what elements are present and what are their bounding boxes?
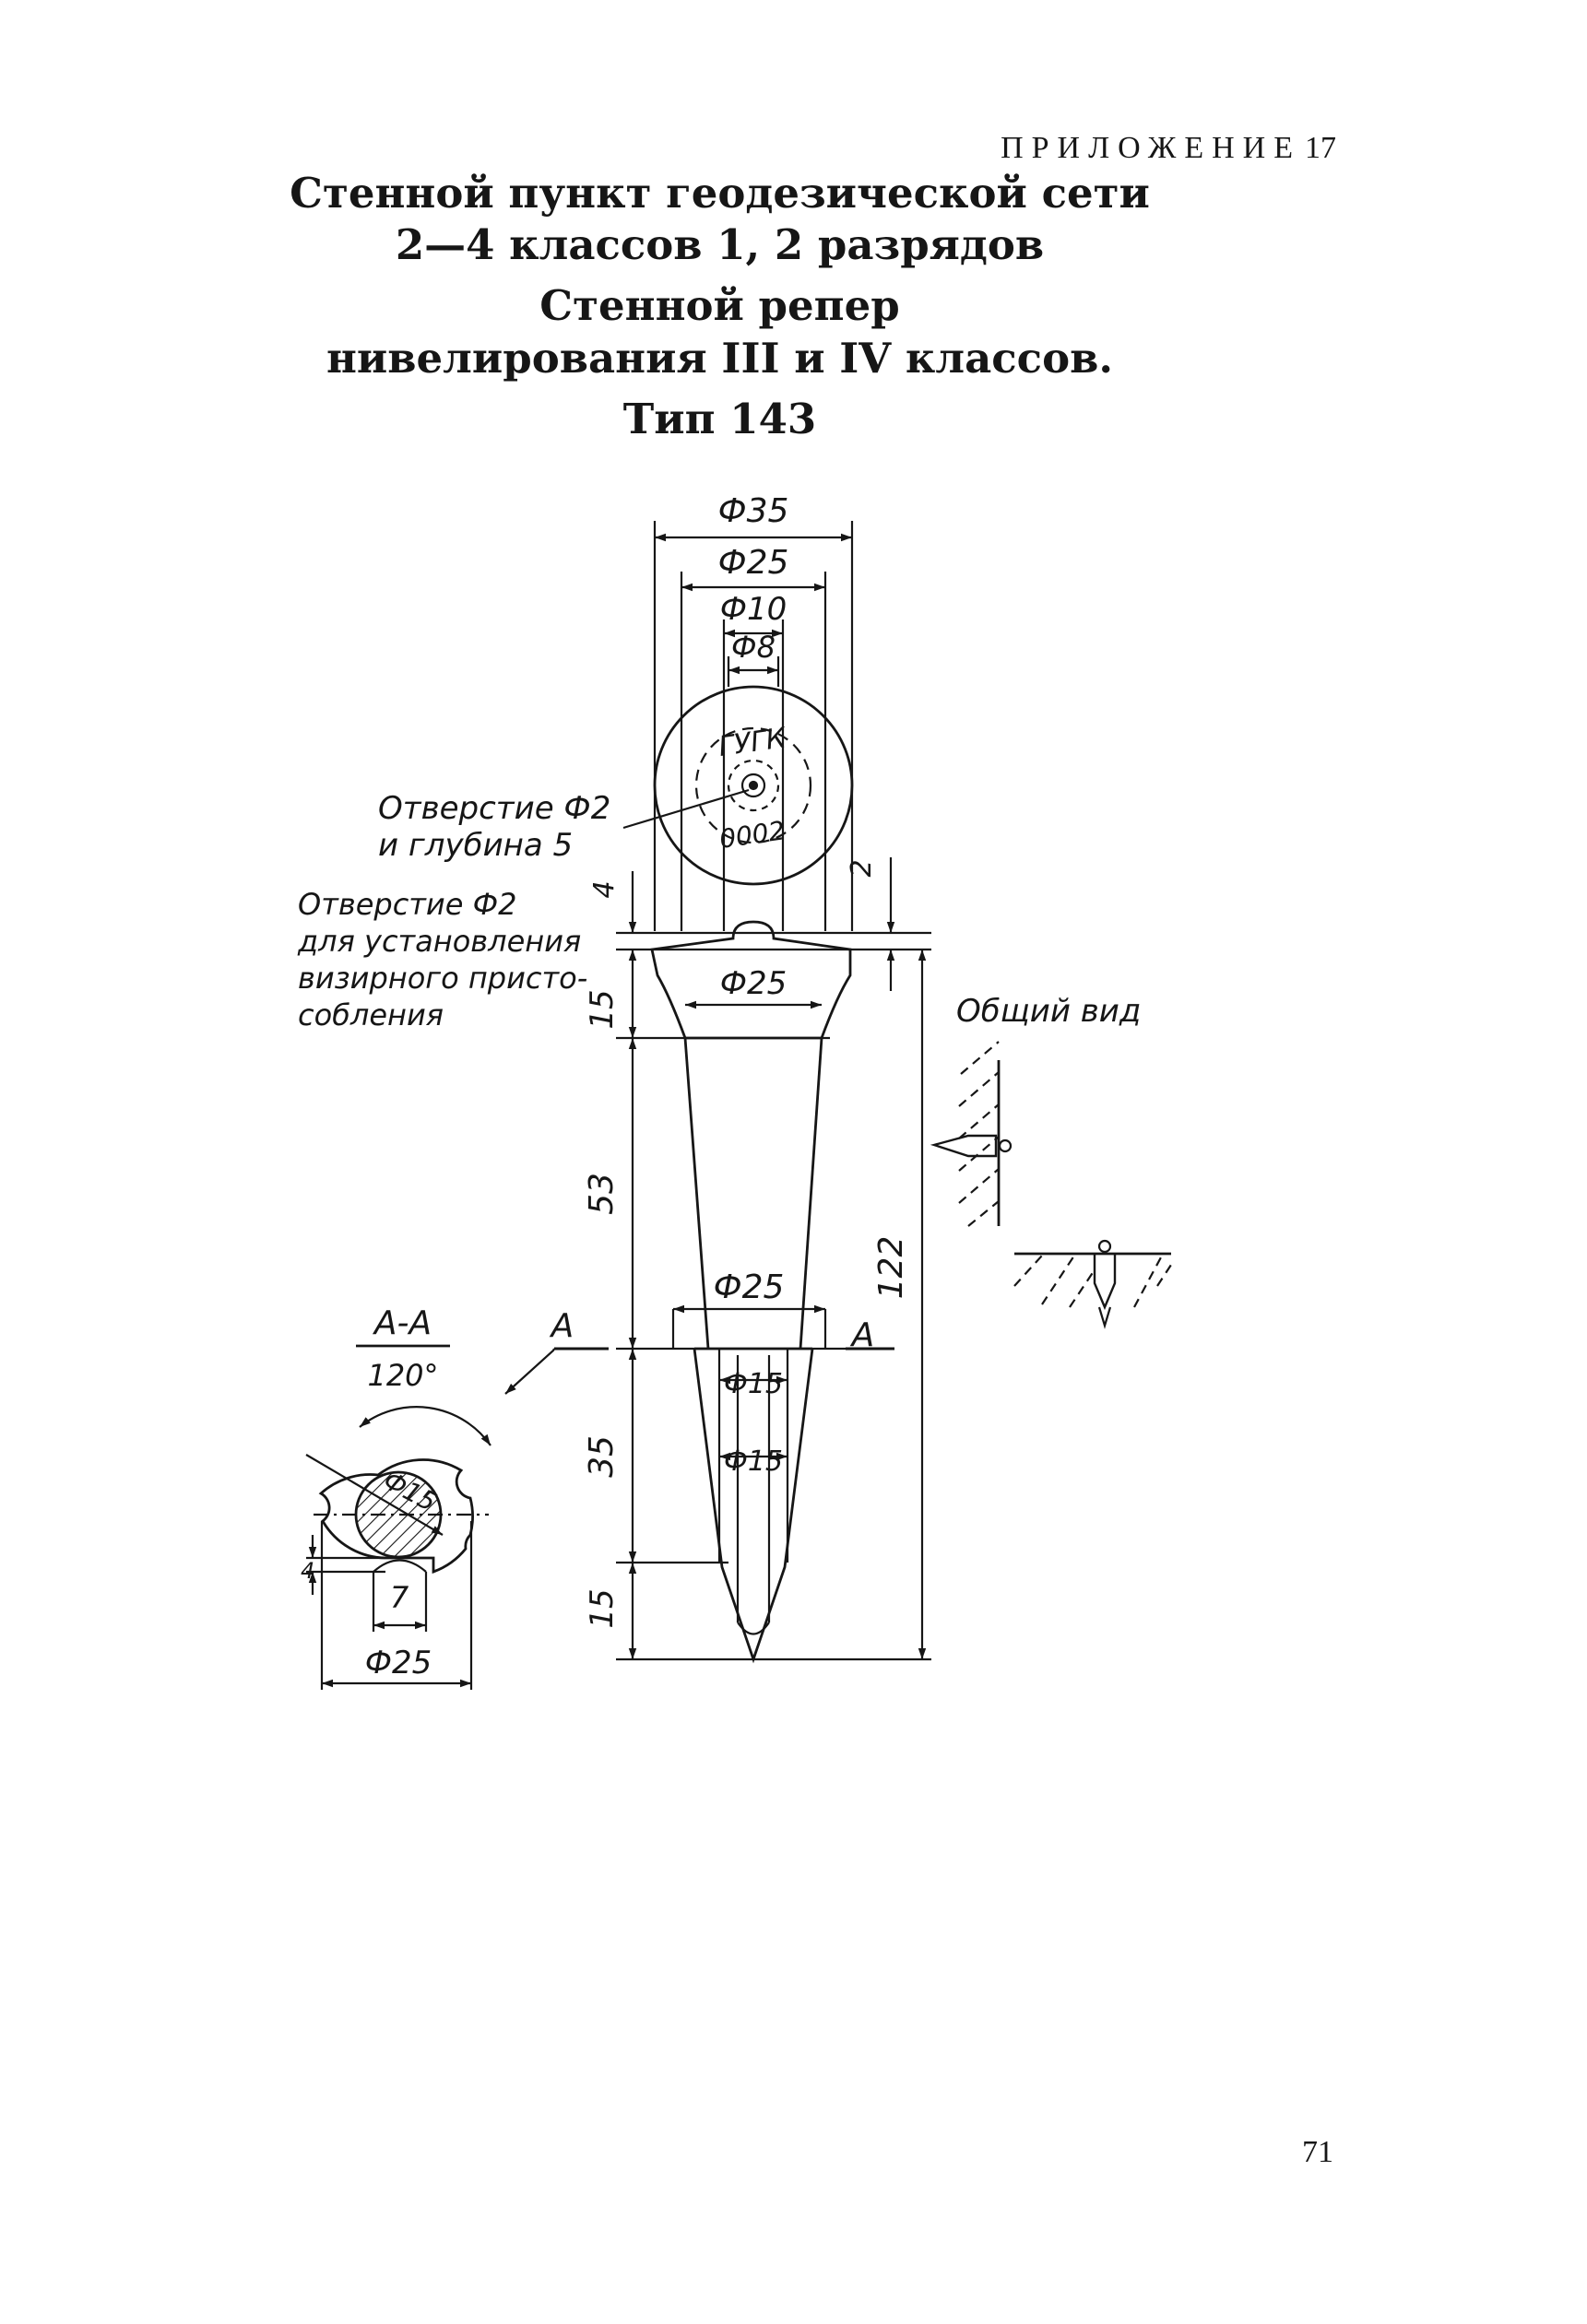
dim-d35: Ф35 (718, 492, 789, 530)
dim-d15-a: Ф15 (724, 1368, 783, 1400)
note-center-hole-1: Отверстие Ф2 (378, 790, 610, 827)
section-view (305, 1344, 491, 1690)
dim-d8: Ф8 (731, 630, 776, 665)
marker-disk (653, 685, 854, 886)
length-dimension-lines (628, 857, 927, 1659)
section-d25: Ф25 (365, 1645, 432, 1681)
benchmark-pin (650, 920, 852, 1664)
section-cut-right: А (850, 1316, 875, 1354)
section-title: А-А (373, 1304, 432, 1342)
section-cut-markers (504, 1347, 894, 1395)
note-sight-hole-2: для установления (297, 924, 581, 959)
title-line-2: 2—4 классов 1, 2 разрядов (395, 220, 1045, 269)
section-dim-7: 7 (390, 1580, 409, 1615)
page-number: 71 (1302, 2135, 1333, 2169)
dim-d10: Ф10 (720, 591, 788, 628)
note-sight-hole-1: Отверстие Ф2 (298, 887, 516, 922)
note-sight-hole-4: собления (298, 997, 444, 1032)
general-view-wall (930, 1041, 1013, 1227)
extension-lines (653, 521, 854, 931)
note-sight-hole-3: визирного присто- (298, 961, 587, 996)
appendix-text: ПРИЛОЖЕНИЕ (1001, 131, 1301, 165)
dim-length-2: 2 (846, 859, 878, 877)
dim-length-53: 53 (583, 1173, 621, 1215)
dim-d15-b: Ф15 (724, 1445, 783, 1478)
dim-length-122: 122 (872, 1236, 910, 1300)
dim-length-15-bottom: 15 (584, 1588, 621, 1628)
disk-text-bottom: 0002 (717, 815, 787, 855)
label-general-view: Общий вид (956, 993, 1141, 1030)
title-line-1: Стенной пункт геодезической сети (290, 169, 1150, 218)
dim-d25-collar: Ф25 (720, 965, 788, 1002)
general-view-ground (1013, 1239, 1172, 1329)
diameter-dimension-lines (655, 533, 852, 675)
appendix-number: 17 (1305, 131, 1336, 165)
section-dim-4: 4 (301, 1558, 314, 1584)
dim-d25-top: Ф25 (718, 544, 789, 582)
note-center-hole-2: и глубина 5 (378, 827, 573, 864)
section-cut-left: А (550, 1307, 574, 1345)
leader-center-hole (622, 788, 750, 830)
dim-d25-lower: Ф25 (714, 1268, 785, 1306)
disk-text-top: ГУГК (717, 722, 789, 763)
title-line-3: Стенной репер (539, 281, 900, 330)
title-line-5: Тип 143 (622, 395, 817, 443)
section-angle: 120° (367, 1358, 438, 1393)
title-line-4: нивелирования III и IV классов. (326, 334, 1114, 383)
dim-length-4: 4 (588, 880, 621, 898)
dim-length-15-top: 15 (584, 989, 621, 1029)
dim-length-35: 35 (583, 1435, 621, 1478)
